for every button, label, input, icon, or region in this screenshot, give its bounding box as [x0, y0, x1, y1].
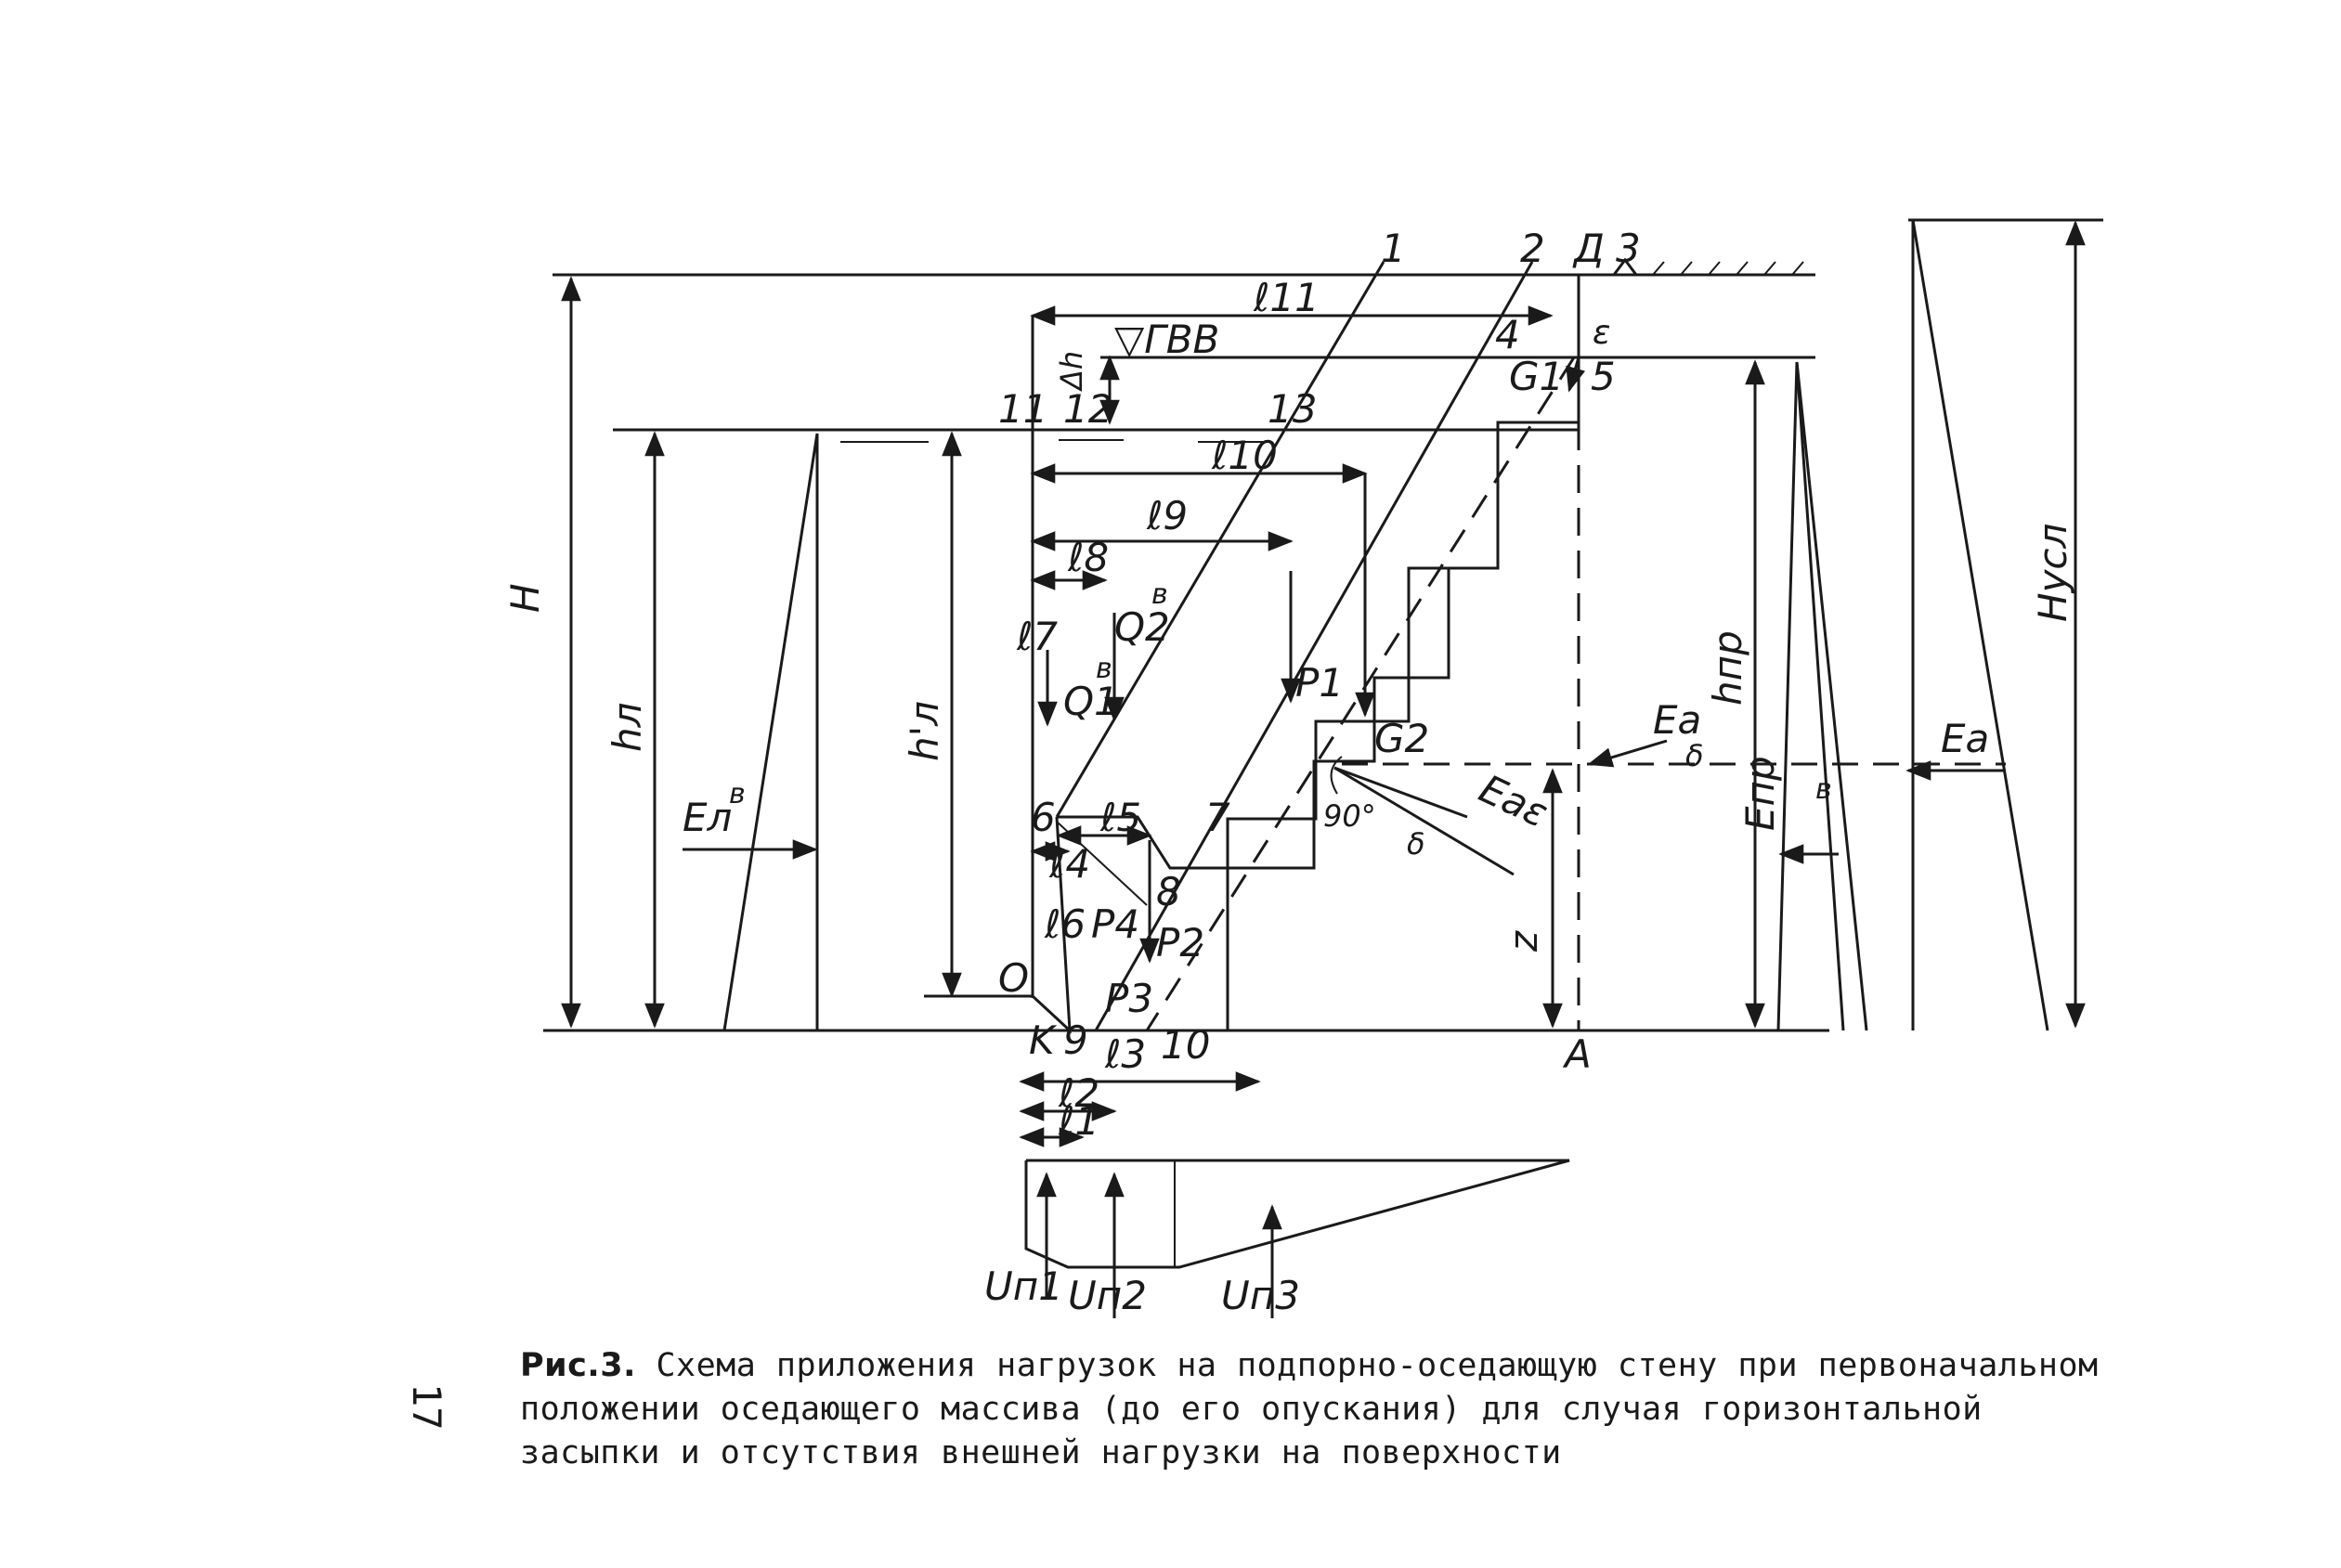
G2-pivot-line [1333, 766, 1515, 876]
label-Husl: Hусл [2030, 524, 2075, 622]
label-l7: ℓ7 [1016, 614, 1058, 659]
label-Q2: Q2 [1114, 604, 1170, 650]
label-epsilon: ε [1593, 314, 1610, 352]
label-P4: P4 [1091, 901, 1139, 947]
label-l11: ℓ11 [1253, 275, 1320, 320]
label-l10: ℓ10 [1211, 433, 1278, 478]
label-P1: P1 [1295, 660, 1344, 706]
label-Q1-sup: в [1096, 653, 1112, 685]
label-hl: hл [605, 703, 650, 752]
label-GVV: ▽ГВВ [1114, 317, 1219, 362]
point-6: 6 [1031, 795, 1056, 840]
Ea-arrow-left [1587, 739, 1668, 768]
label-Ea-sigma: Eaε [1473, 766, 1555, 836]
label-hl-prime: h'л [902, 701, 947, 761]
point-5: 5 [1591, 354, 1616, 399]
stepped-mass [1057, 357, 1580, 870]
label-U3: Uп3 [1221, 1273, 1300, 1318]
slope-triangle [1612, 257, 1638, 276]
point-O: O [998, 955, 1029, 1001]
label-l6: ℓ6 [1044, 901, 1086, 947]
label-delta-h: Δh [1054, 351, 1089, 393]
label-l2: ℓ2 [1058, 1070, 1099, 1116]
label-delta-2: δ [1407, 826, 1425, 862]
caption-prefix: Рис.3. [520, 1347, 636, 1384]
point-2: 2 [1520, 226, 1545, 271]
label-l1-bottom: ℓ1 [1058, 1098, 1099, 1144]
label-U1: Uп1 [984, 1263, 1063, 1309]
G1-arrow [1566, 356, 1586, 393]
point-1: 1 [1381, 226, 1406, 271]
label-l5: ℓ5 [1099, 795, 1141, 840]
label-Epr-sup: в [1815, 773, 1832, 806]
label-z: z [1501, 930, 1546, 952]
right-pressure-triangle [1776, 361, 1868, 1031]
label-El-sup: в [729, 778, 746, 810]
label-P3: P3 [1105, 976, 1153, 1021]
point-10: 10 [1161, 1022, 1210, 1068]
H-usl-triangle [1911, 219, 2049, 1031]
inclined-line-2 [1094, 261, 1534, 1031]
point-8: 8 [1156, 869, 1181, 914]
page-number: 17 [404, 1383, 449, 1431]
label-H: H [502, 583, 548, 613]
hp-triangle-2 [1795, 361, 1845, 1031]
point-7: 7 [1205, 795, 1230, 840]
label-Epr: Eпр [1737, 756, 1783, 831]
P4-line [1056, 821, 1148, 906]
point-11: 11 [998, 386, 1047, 432]
ground-hatch [1652, 261, 1804, 276]
caption-text: Схема приложения нагрузок на подпорно-ос… [520, 1347, 2099, 1471]
label-Q1: Q1 [1063, 679, 1119, 724]
inclined-dashed [1145, 356, 1576, 1031]
label-l9: ℓ9 [1146, 493, 1188, 538]
Eae-line [1333, 766, 1468, 819]
point-A: A [1562, 1031, 1592, 1077]
label-G2: G2 [1374, 716, 1429, 761]
point-4: 4 [1495, 312, 1520, 357]
label-angle-90: 90° [1323, 798, 1376, 834]
wall-toe [1031, 816, 1072, 1034]
point-12: 12 [1063, 386, 1112, 432]
label-delta-1: δ [1685, 738, 1704, 773]
label-U2: Uп2 [1068, 1273, 1147, 1318]
figure-caption: Рис.3. Схема приложения нагрузок на подп… [520, 1344, 2099, 1475]
left-pressure-triangle [722, 433, 819, 1031]
point-9: 9 [1063, 1017, 1088, 1063]
label-hpr: hпр [1705, 630, 1750, 706]
label-l3: ℓ3 [1104, 1031, 1146, 1077]
stepped-mass-inner [1226, 566, 1498, 1030]
label-G1: G1 [1509, 354, 1564, 399]
point-D: Д [1572, 226, 1605, 271]
label-l4: ℓ4 [1048, 841, 1090, 887]
label-l8: ℓ8 [1067, 535, 1109, 580]
label-Ea-left: Ea [1653, 697, 1701, 743]
label-Ea-right: Ea [1941, 716, 1989, 761]
point-3: 3 [1616, 226, 1641, 271]
point-K: K [1029, 1017, 1058, 1063]
uplift-diagram [1024, 1159, 1570, 1269]
angle-90-arc [1330, 756, 1343, 795]
label-Q2-sup: в [1151, 578, 1168, 611]
point-13: 13 [1268, 386, 1317, 432]
label-El: Eл [683, 795, 732, 840]
label-P2: P2 [1156, 920, 1204, 965]
